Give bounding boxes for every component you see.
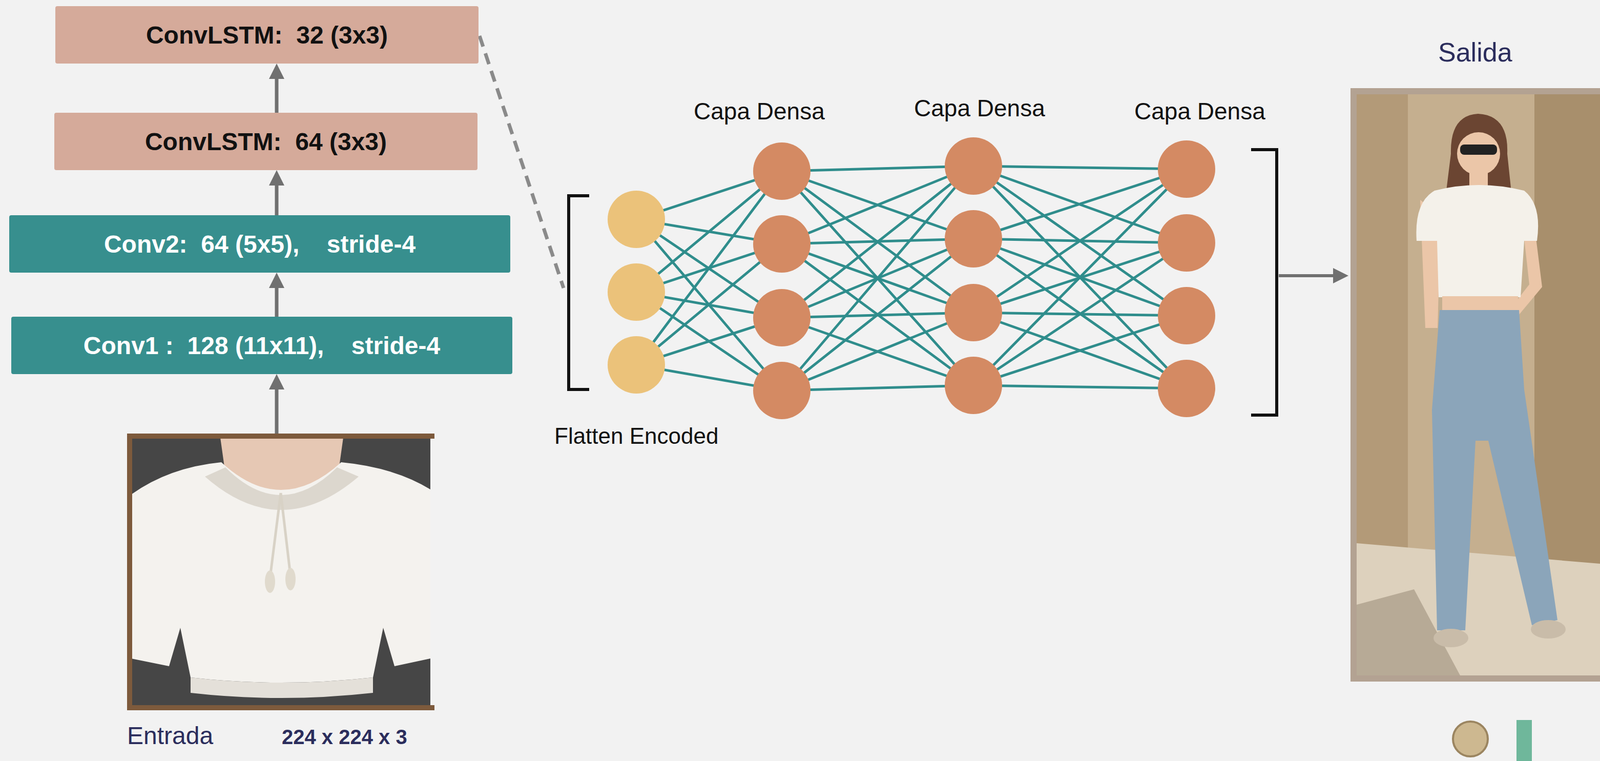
layer-label: Conv2: 64 (5x5), stride-4 [104,230,416,259]
connection [781,165,974,244]
column [1356,94,1408,556]
tassel [264,570,276,593]
output-image-frame: Salida [1350,88,1600,682]
photo-background [1356,94,1600,676]
blouse [131,462,431,683]
neuron [944,356,1003,414]
neuron [944,137,1003,195]
input-photo [131,437,431,706]
connection [973,169,1187,239]
connection [973,169,1187,386]
connection [973,315,1187,386]
floor [1356,543,1600,676]
bracket [568,195,590,390]
flow-arrow [275,175,279,216]
output-photo [1356,94,1600,676]
logo-emblem [1452,721,1488,757]
layer-label: ConvLSTM: 64 (3x3) [144,127,387,156]
connection [781,165,974,318]
connection [973,165,1187,316]
sunglasses [1460,144,1498,155]
shoe [1433,628,1469,648]
neural-network [607,137,1216,420]
input-image-frame: Entrada224 x 224 x 3 [127,433,435,711]
face [1457,132,1501,176]
conv-layer: Conv1 : 128 (11x11), stride-4 [11,316,513,374]
layer-title: Capa Densa [1134,97,1266,126]
shoe [1530,619,1566,639]
neuron [1157,286,1216,345]
neuron [607,190,666,248]
flow-arrow [275,68,279,113]
connection [781,165,974,172]
neuron [607,336,666,394]
neuron [1157,214,1216,272]
connection [781,238,974,391]
photo-background [131,437,431,706]
output-arrow [1278,274,1344,278]
neuron [753,288,811,347]
logo-mark [1516,719,1532,761]
connection [973,312,1187,389]
convlstm-layer: ConvLSTM: 64 (3x3) [54,112,478,171]
connection [973,242,1187,386]
neuron [944,283,1003,342]
waist [1442,296,1519,312]
flow-arrow [275,277,279,317]
layer-label: Conv1 : 128 (11x11), stride-4 [83,331,441,360]
connection [973,165,1187,170]
layer-title: Capa Densa [693,97,825,126]
neuron [944,210,1003,268]
flow-arrow [275,379,279,434]
connection [781,385,974,391]
neuron [1157,140,1216,198]
dimension-label: 224 x 224 x 3 [281,725,408,749]
layer-title: Capa Densa [913,94,1046,122]
tie-string [270,492,290,574]
connection [781,312,974,391]
neuron [753,215,811,273]
image-caption: Salida [1438,36,1513,68]
neuron [1157,359,1216,418]
connection [973,169,1187,313]
tassel [285,567,296,591]
connection [973,238,1187,389]
connection [781,165,974,391]
layer-label: ConvLSTM: 32 (3x3) [146,21,388,50]
neuron [607,263,666,321]
image-caption: Entrada [127,721,214,750]
connection [973,165,1187,389]
neuron [753,361,811,420]
connection [973,165,1187,243]
bracket [1251,149,1277,415]
connection [973,385,1187,389]
column [1534,94,1600,587]
vector-label: Flatten Encoded [554,423,719,449]
ruffled-top [1416,184,1539,298]
neuron [753,142,811,200]
hem [190,677,373,698]
convlstm-layer: ConvLSTM: 32 (3x3) [55,6,479,64]
conv-layer: Conv2: 64 (5x5), stride-4 [9,215,511,273]
jeans [1431,309,1558,631]
